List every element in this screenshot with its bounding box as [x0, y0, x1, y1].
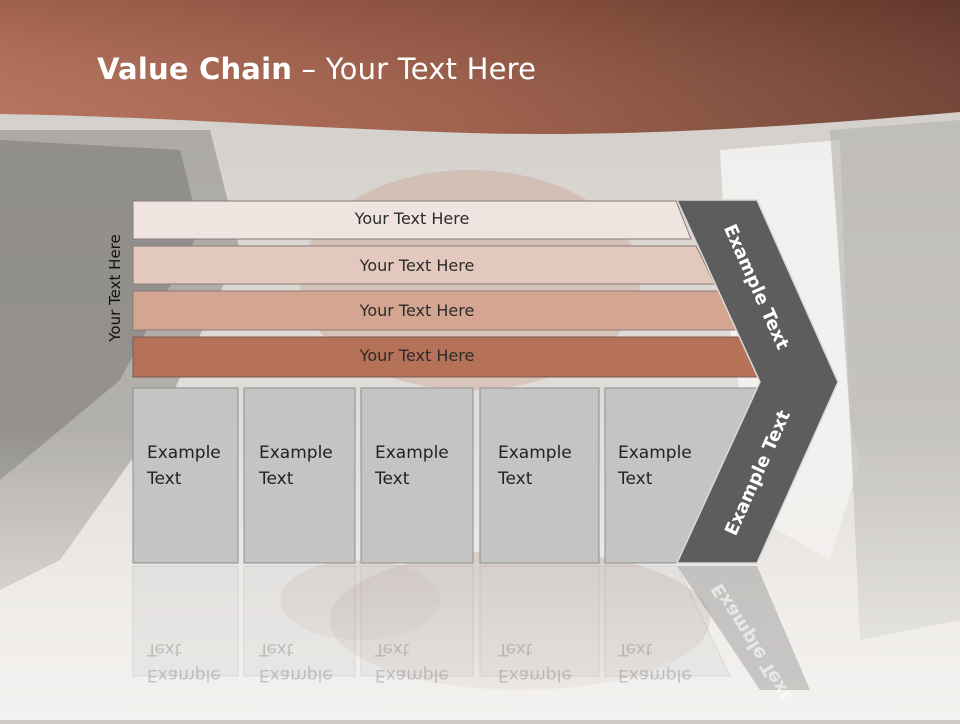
- reflection-column-4: Example Text: [498, 636, 572, 688]
- activity-column-5-line1: Example: [618, 443, 692, 463]
- activity-column-2-line1: Example: [259, 443, 333, 463]
- activity-column-2-label: Example Text: [259, 440, 333, 492]
- activity-column-1-label: Example Text: [147, 440, 221, 492]
- title-rest: – Your Text Here: [292, 52, 537, 86]
- reflection-column-2: Example Text: [259, 636, 333, 688]
- reflection-column-1-line1: Example: [147, 665, 221, 685]
- activity-column-2-line2: Text: [259, 469, 294, 489]
- support-bar-3-label: Your Text Here: [359, 301, 475, 320]
- activity-column-1-line1: Example: [147, 443, 221, 463]
- activity-column-1: [132, 387, 239, 564]
- reflection-column-4-line2: Text: [498, 639, 533, 659]
- reflection-column-3: Example Text: [375, 636, 449, 688]
- reflection-column-3-line2: Text: [375, 639, 410, 659]
- support-bar-4-label: Your Text Here: [359, 346, 475, 365]
- side-label: Your Text Here: [106, 234, 124, 342]
- reflection-column-2-line1: Example: [259, 665, 333, 685]
- activity-column-5-line2: Text: [618, 469, 653, 489]
- reflection-column-3-line1: Example: [375, 665, 449, 685]
- reflection-column-2-line2: Text: [259, 639, 294, 659]
- support-bar-1: [132, 200, 692, 240]
- activity-column-4-label: Example Text: [498, 440, 572, 492]
- reflection-column-1: Example Text: [147, 636, 221, 688]
- support-bar-1-label: Your Text Here: [354, 209, 470, 228]
- activity-column-3: [360, 387, 474, 564]
- activity-column-5-label: Example Text: [618, 440, 692, 492]
- activity-column-3-label: Example Text: [375, 440, 449, 492]
- activity-column-3-line1: Example: [375, 443, 449, 463]
- activity-column-2: [243, 387, 356, 564]
- support-bar-2-label: Your Text Here: [359, 256, 475, 275]
- title-bold: Value Chain: [97, 52, 293, 86]
- reflection-column-5-line2: Text: [618, 639, 653, 659]
- slide-title: Value Chain – Your Text Here: [97, 52, 536, 86]
- reflection-column-5-line1: Example: [618, 665, 692, 685]
- reflection-column-5: Example Text: [618, 636, 692, 688]
- activity-column-4: [479, 387, 600, 564]
- activity-column-4-line2: Text: [498, 469, 533, 489]
- activity-column-1-line2: Text: [147, 469, 182, 489]
- margin-chevron: [675, 199, 839, 564]
- activity-column-3-line2: Text: [375, 469, 410, 489]
- activity-column-4-line1: Example: [498, 443, 572, 463]
- reflection-column-4-line1: Example: [498, 665, 572, 685]
- reflection-column-1-line2: Text: [147, 639, 182, 659]
